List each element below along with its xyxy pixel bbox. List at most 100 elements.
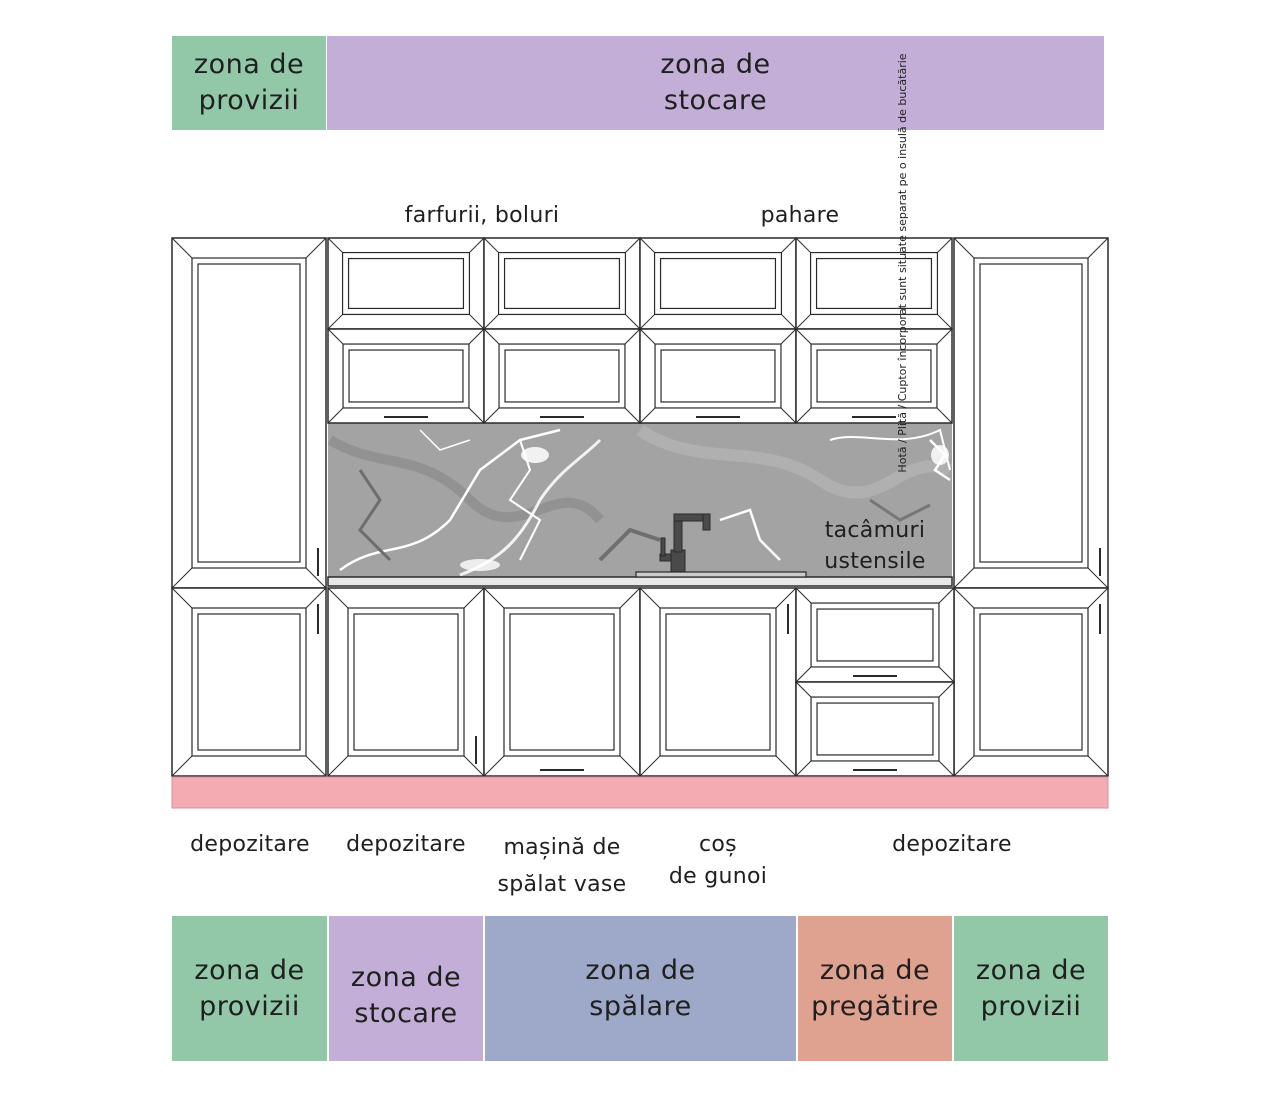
upper-cabinet-top-3-corner — [781, 237, 797, 253]
upper-cabinet-bottom-1-bevel — [342, 343, 470, 409]
upper-cabinet-top-1-corner — [469, 314, 485, 330]
upper-cabinet-bottom-3-bevel — [654, 343, 782, 409]
sink-edge — [635, 571, 807, 578]
base-cabinet-dishwasher — [483, 587, 641, 777]
base-drawer-bottom-corner — [795, 760, 812, 777]
base-cabinet-1-corner — [327, 587, 349, 609]
base-cabinet-1-corner — [463, 755, 485, 777]
tall-right-lower-inset — [979, 613, 1083, 751]
base-cabinet-1-corner — [463, 587, 485, 609]
label-storage-1: depozitare — [190, 832, 310, 857]
tall-left-upper-bevel — [191, 257, 307, 569]
upper-cabinet-bottom-2-bevel — [498, 343, 626, 409]
base-cabinet-trash-corner — [775, 755, 797, 777]
upper-cabinet-top-3 — [639, 237, 797, 330]
upper-cabinet-bottom-3 — [639, 328, 797, 424]
upper-cabinet-bottom-1-corner — [327, 407, 344, 424]
upper-cabinet-bottom-4-corner — [936, 328, 953, 345]
tall-right-lower — [953, 587, 1109, 777]
tall-right-lower-corner — [953, 587, 975, 609]
bottom-zone-stocare: zona de stocare — [329, 916, 483, 1061]
label-trash-bin: coș de gunoi — [668, 832, 768, 889]
upper-cabinet-bottom-4-corner — [795, 328, 812, 345]
upper-cabinet-top-3-bevel — [653, 251, 783, 316]
upper-cabinet-top-1-inset — [347, 257, 465, 310]
tall-left-lower-corner — [171, 755, 193, 777]
base-cabinet-trash-bevel — [659, 607, 777, 757]
base-drawer-top — [795, 587, 955, 683]
upper-cabinet-top-1-corner — [469, 237, 485, 253]
tall-left-upper-corner — [305, 237, 327, 259]
marble-backsplash — [328, 423, 952, 577]
upper-cabinet-top-2-inset — [503, 257, 621, 310]
tall-right-upper-inset — [979, 263, 1083, 563]
upper-cabinet-bottom-1-corner — [468, 328, 485, 345]
base-drawer-bottom-corner — [938, 681, 955, 698]
upper-cabinet-top-4-corner — [795, 237, 811, 253]
base-drawer-bottom — [795, 681, 955, 777]
countertop — [327, 576, 953, 587]
base-cabinet-dishwasher-corner — [619, 587, 641, 609]
faucet-icon — [659, 513, 711, 575]
base-drawer-bottom-corner — [795, 681, 812, 698]
upper-cabinet-top-1-bevel — [341, 251, 471, 316]
upper-cabinet-bottom-3-inset — [660, 349, 776, 403]
base-cabinet-trash-corner — [639, 755, 661, 777]
tall-left-lower-inset — [197, 613, 301, 751]
base-drawer-top-corner — [795, 666, 812, 683]
plinth-strip — [171, 776, 1109, 809]
tall-left-upper-inset — [197, 263, 301, 563]
cabinet-doors — [171, 237, 1109, 777]
label-dishwasher: mașină de spălat vase — [497, 835, 627, 897]
base-cabinet-1-inset — [353, 613, 459, 751]
upper-cabinet-top-2 — [483, 237, 641, 330]
base-cabinet-1-bevel — [347, 607, 465, 757]
tall-right-lower-corner — [1087, 587, 1109, 609]
tall-left-upper-corner — [305, 567, 327, 589]
upper-cabinet-top-4-bevel — [809, 251, 939, 316]
upper-cabinet-bottom-4 — [795, 328, 953, 424]
upper-cabinet-bottom-3-corner — [780, 328, 797, 345]
base-cabinet-trash-corner — [775, 587, 797, 609]
base-cabinet-dishwasher-corner — [483, 755, 505, 777]
base-drawer-top-inset — [816, 608, 934, 662]
bottom-zone-pregatire: zona de pregătire — [798, 916, 952, 1061]
base-drawer-bottom-bevel — [810, 696, 940, 762]
base-drawer-top-corner — [795, 587, 812, 604]
upper-cabinet-top-4-corner — [937, 314, 953, 330]
upper-cabinet-top-2-corner — [483, 314, 499, 330]
base-cabinet-1-corner — [327, 755, 349, 777]
base-drawer-top-bevel — [810, 602, 940, 668]
upper-cabinet-bottom-1-inset — [348, 349, 464, 403]
side-note-island: Hotă / Plită / Cuptor încorporat sunt si… — [896, 53, 909, 473]
tall-right-upper-corner — [1087, 237, 1109, 259]
tall-right-upper — [953, 237, 1109, 589]
tall-right-upper-corner — [1087, 567, 1109, 589]
upper-cabinet-bottom-3-corner — [780, 407, 797, 424]
upper-cabinet-top-2-corner — [483, 237, 499, 253]
label-cutlery-utensils: tacâmuri ustensile — [824, 518, 926, 574]
upper-cabinet-top-3-inset — [659, 257, 777, 310]
tall-left-lower-corner — [305, 755, 327, 777]
tall-right-upper-bevel — [973, 257, 1089, 569]
base-drawer-top-corner — [938, 587, 955, 604]
label-storage-2: depozitare — [346, 832, 466, 857]
upper-cabinet-bottom-1-corner — [468, 407, 485, 424]
upper-cabinet-bottom-4-bevel — [810, 343, 938, 409]
upper-cabinet-top-4-inset — [815, 257, 933, 310]
upper-cabinet-bottom-4-inset — [816, 349, 932, 403]
upper-cabinet-top-2-corner — [625, 314, 641, 330]
upper-cabinet-bottom-3-corner — [639, 407, 656, 424]
top-zone-provizii: zona de provizii — [172, 36, 326, 130]
upper-cabinet-bottom-4-corner — [936, 407, 953, 424]
tall-right-lower-bevel — [973, 607, 1089, 757]
upper-cabinet-bottom-2-inset — [504, 349, 620, 403]
top-zone-stocare: zona de stocare — [327, 36, 1104, 130]
upper-cabinet-bottom-3-corner — [639, 328, 656, 345]
upper-cabinet-top-3-corner — [781, 314, 797, 330]
upper-cabinet-bottom-1-corner — [327, 328, 344, 345]
base-cabinet-trash-inset — [665, 613, 771, 751]
bottom-zone-spalare: zona de spălare — [485, 916, 796, 1061]
upper-cabinet-bottom-2 — [483, 328, 641, 424]
label-glasses: pahare — [760, 203, 840, 228]
